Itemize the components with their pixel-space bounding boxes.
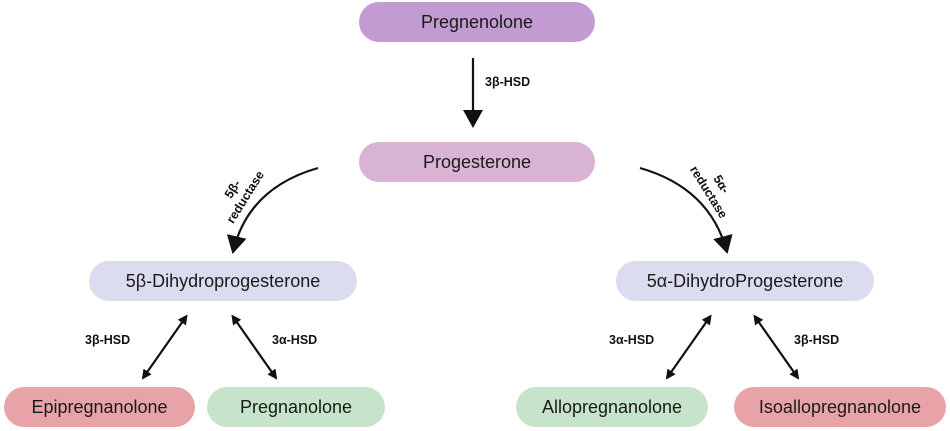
node-isoallopregnanolone: Isoallopregnanolone [734,387,946,427]
label-5b-reductase: 5β- reductase [222,168,267,226]
node-5a-dihydroprogesterone: 5α-DihydroProgesterone [616,261,874,301]
arrow-5b-dhp-pregnanolone [231,314,278,380]
arrow-5b-dhp-epipregnanolone [141,314,188,380]
arrow-5a-dhp-allopregnanolone [665,314,712,380]
label-3b-hsd-epi: 3β-HSD [85,333,130,347]
label-3b-hsd-top: 3β-HSD [485,75,530,89]
arrow-progesterone-to-5a-dhp [639,166,733,254]
node-pregnenolone: Pregnenolone [359,2,595,42]
arrow-progesterone-to-5b-dhp [226,166,319,254]
node-pregnanolone: Pregnanolone [207,387,385,427]
node-allopregnanolone: Allopregnanolone [516,387,708,427]
node-progesterone: Progesterone [359,142,595,182]
node-5b-dihydroprogesterone: 5β-Dihydroprogesterone [89,261,357,301]
label-3a-hsd-preg: 3α-HSD [272,333,317,347]
label-5a-reductase: 5α- reductase [687,163,732,221]
arrow-5a-dhp-isoallopregnanolone [753,314,800,380]
label-3b-hsd-iso: 3β-HSD [794,333,839,347]
node-epipregnanolone: Epipregnanolone [4,387,195,427]
label-3a-hsd-allo: 3α-HSD [609,333,654,347]
